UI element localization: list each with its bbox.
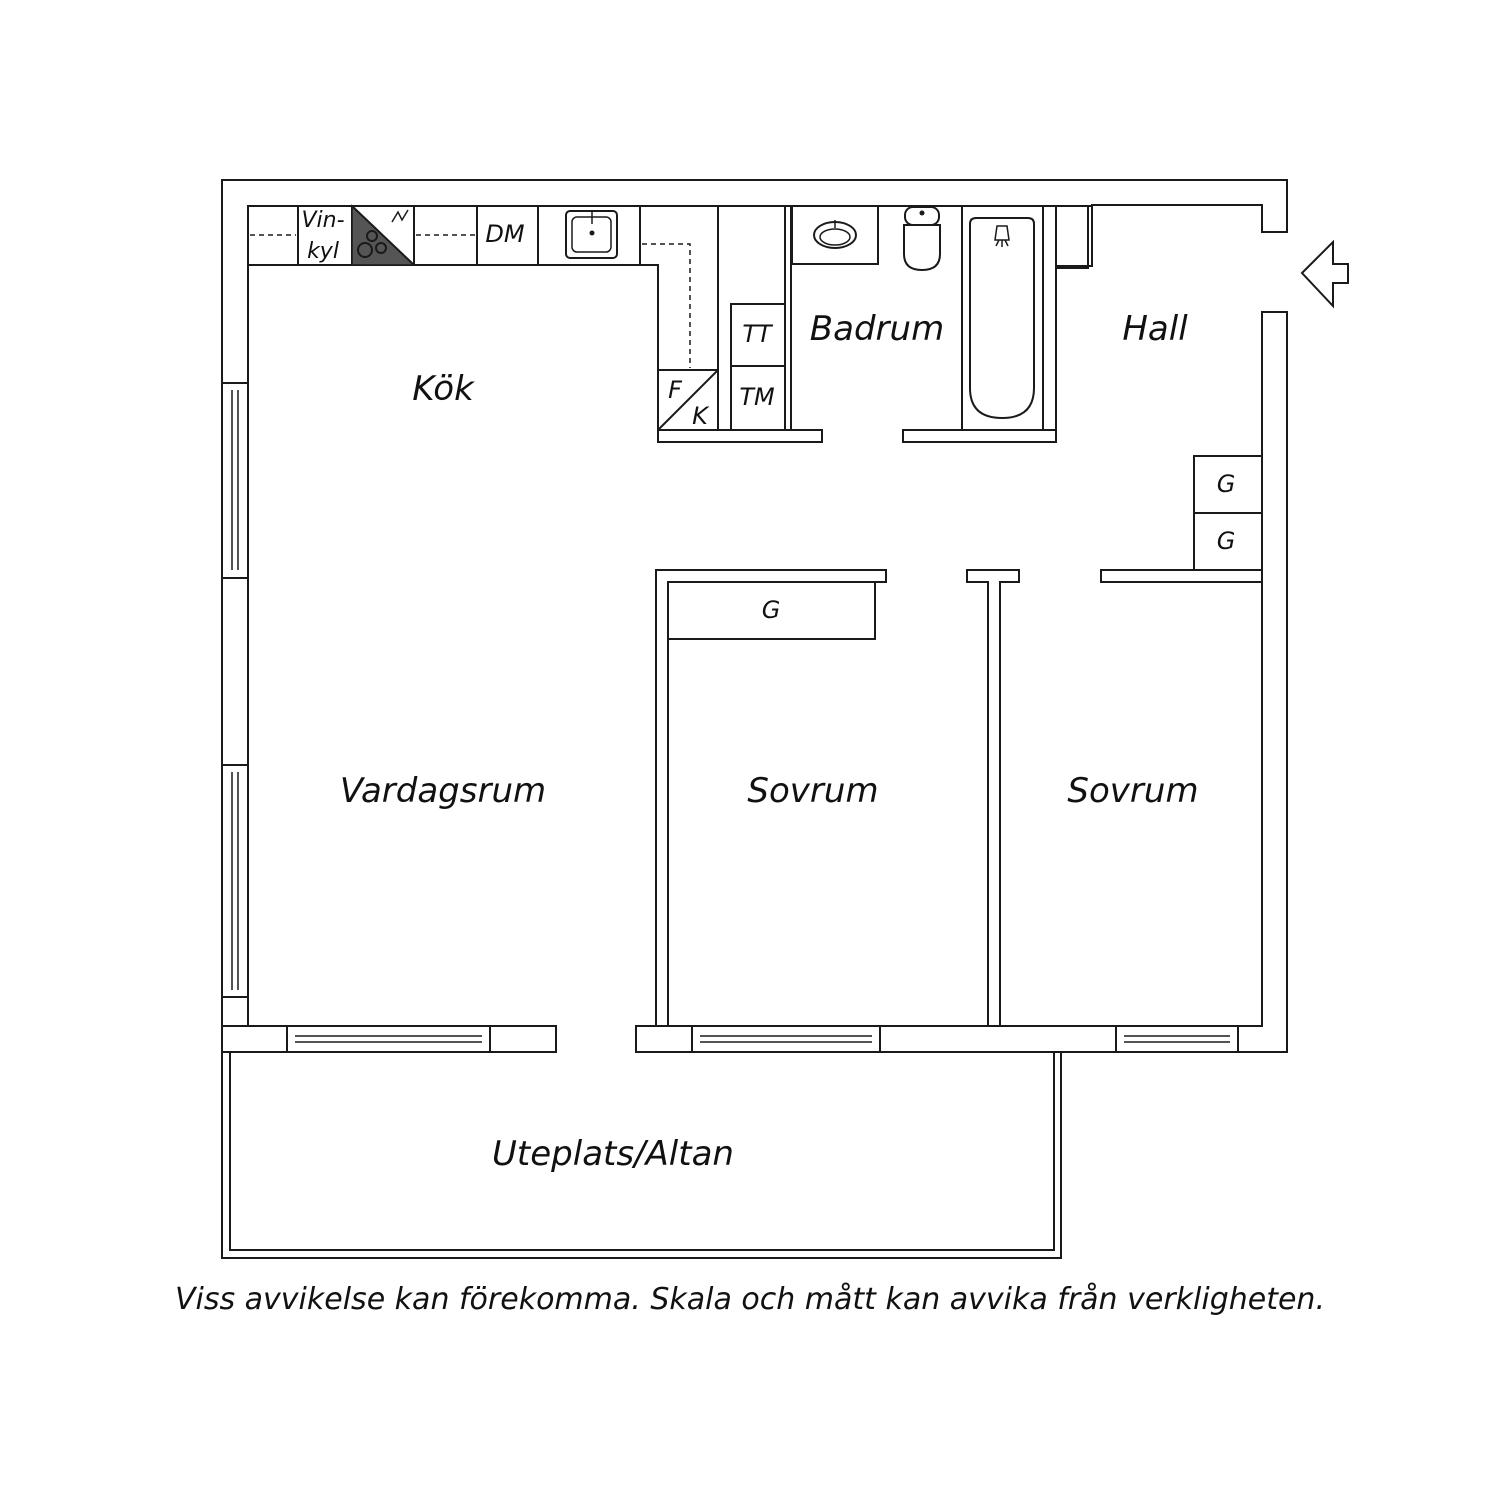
stove-icon [351, 204, 416, 266]
label-dishwasher: DM [485, 220, 524, 248]
label-dryer: TT [742, 320, 774, 348]
terrace [221, 1051, 1062, 1259]
label-wardrobe-hall-1: G [1217, 470, 1236, 498]
wardrobe-hall [1193, 455, 1263, 571]
wardrobe-bedroom [667, 581, 876, 640]
room-label-terrace: Uteplats/Altan [492, 1134, 734, 1174]
label-wardrobe-bedroom: G [762, 596, 781, 624]
room-label-bedroom-1: Sovrum [747, 771, 878, 811]
label-fridge: F [668, 376, 683, 404]
laundry-machines [730, 303, 786, 431]
window-bottom-bedroom-1 [691, 1025, 881, 1053]
room-label-bedroom-2: Sovrum [1067, 771, 1198, 811]
window-bottom-bedroom-2 [1115, 1025, 1239, 1053]
label-wardrobe-hall-2: G [1217, 527, 1236, 555]
window-left-lower [221, 764, 249, 998]
bathroom-sink-icon [791, 205, 879, 265]
bathtub-icon [961, 205, 1044, 431]
kitchen-sink-icon [565, 210, 618, 259]
disclaimer-text: Viss avvikelse kan förekomma. Skala och … [175, 1282, 1325, 1317]
label-freezer: K [692, 402, 710, 430]
room-label-kitchen: Kök [412, 369, 475, 409]
window-bottom-living [286, 1025, 491, 1053]
label-wine-cooler-1: Vin- [301, 208, 344, 233]
label-wine-cooler-2: kyl [307, 239, 339, 264]
fridge-freezer-icon [657, 369, 719, 431]
toilet-icon [903, 206, 941, 272]
window-left-upper [221, 382, 249, 579]
entrance-arrow-icon [1300, 239, 1349, 309]
room-label-hall: Hall [1122, 309, 1188, 349]
room-label-living-room: Vardagsrum [340, 771, 546, 811]
label-washer: TM [739, 383, 775, 411]
room-label-bathroom: Badrum [810, 309, 944, 349]
